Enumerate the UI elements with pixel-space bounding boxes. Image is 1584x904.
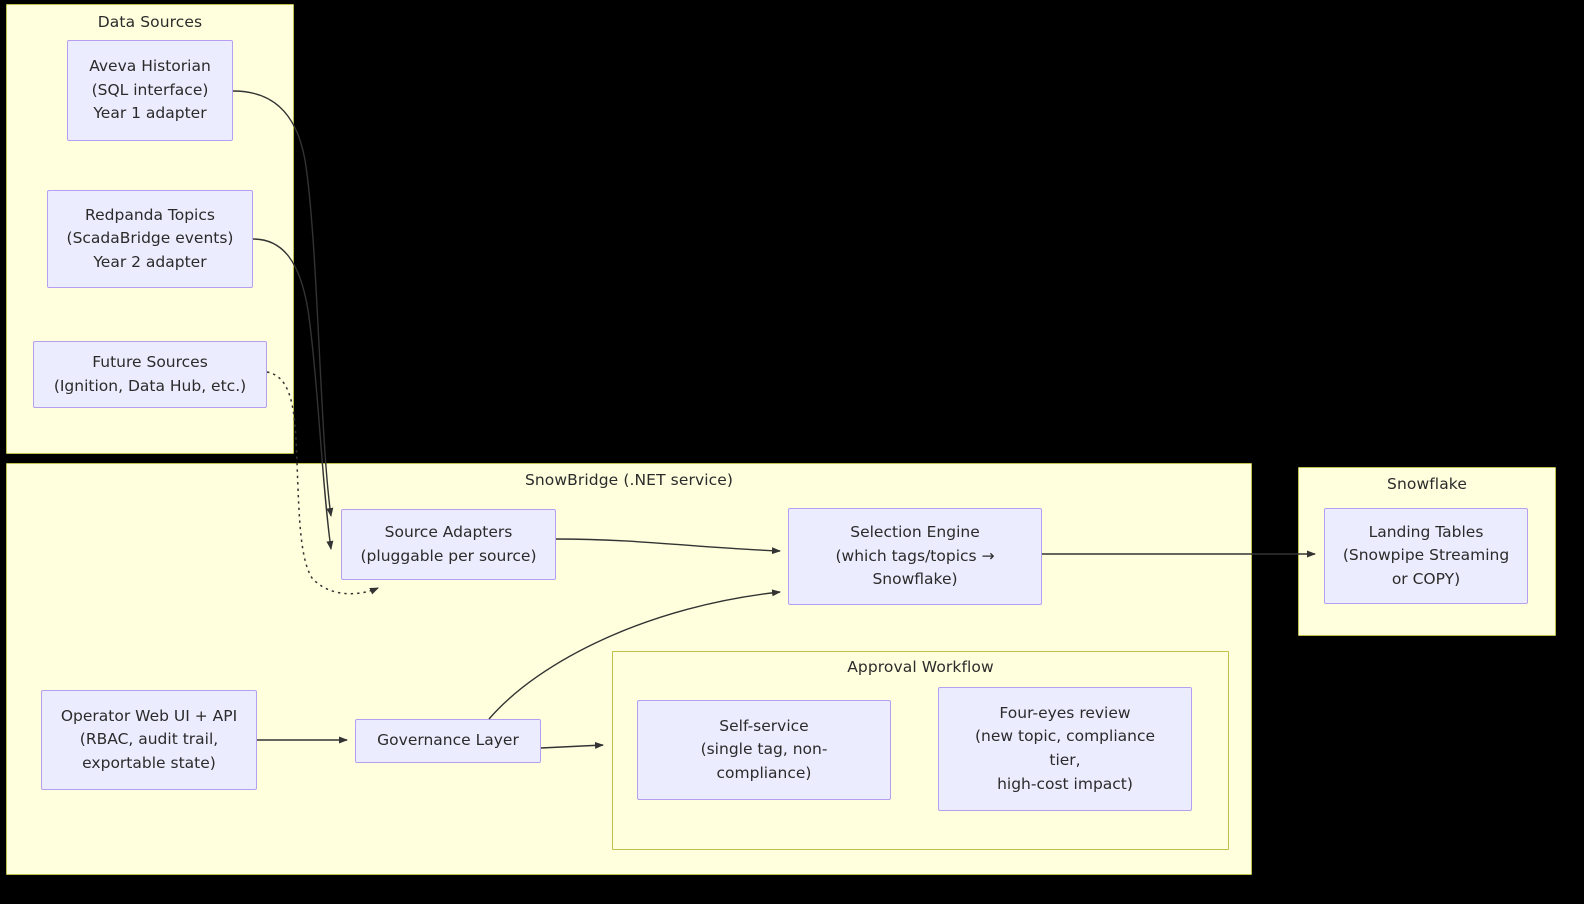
node-selection-engine[interactable]: Selection Engine (which tags/topics → Sn… bbox=[788, 508, 1042, 605]
node-operator-web-ui[interactable]: Operator Web UI + API (RBAC, audit trail… bbox=[41, 690, 257, 790]
cluster-data-sources-title: Data Sources bbox=[97, 13, 203, 31]
node-aveva-historian-label: Aveva Historian (SQL interface) Year 1 a… bbox=[89, 57, 211, 123]
cluster-approval-workflow-title: Approval Workflow bbox=[847, 658, 994, 676]
node-landing-tables[interactable]: Landing Tables (Snowpipe Streaming or CO… bbox=[1324, 508, 1528, 604]
node-redpanda-topics-label: Redpanda Topics (ScadaBridge events) Yea… bbox=[66, 205, 234, 271]
node-four-eyes-review-label: Four-eyes review (new topic, compliance … bbox=[974, 703, 1156, 793]
node-self-service[interactable]: Self-service (single tag, non- complianc… bbox=[637, 700, 891, 800]
node-self-service-label: Self-service (single tag, non- complianc… bbox=[700, 716, 828, 782]
cluster-snowbridge-title: SnowBridge (.NET service) bbox=[524, 471, 734, 489]
node-source-adapters-label: Source Adapters (pluggable per source) bbox=[360, 522, 537, 565]
node-selection-engine-label: Selection Engine (which tags/topics → Sn… bbox=[835, 523, 995, 589]
node-operator-web-ui-label: Operator Web UI + API (RBAC, audit trail… bbox=[60, 706, 238, 772]
node-governance-layer[interactable]: Governance Layer bbox=[355, 719, 541, 763]
node-four-eyes-review[interactable]: Four-eyes review (new topic, compliance … bbox=[938, 687, 1192, 811]
node-aveva-historian[interactable]: Aveva Historian (SQL interface) Year 1 a… bbox=[67, 40, 233, 141]
node-future-sources-label: Future Sources (Ignition, Data Hub, etc.… bbox=[53, 352, 247, 395]
node-redpanda-topics[interactable]: Redpanda Topics (ScadaBridge events) Yea… bbox=[47, 190, 253, 288]
node-governance-layer-label: Governance Layer bbox=[377, 731, 519, 750]
cluster-snowflake-title: Snowflake bbox=[1387, 475, 1467, 493]
node-source-adapters[interactable]: Source Adapters (pluggable per source) bbox=[341, 509, 556, 580]
node-landing-tables-label: Landing Tables (Snowpipe Streaming or CO… bbox=[1342, 522, 1510, 588]
node-future-sources[interactable]: Future Sources (Ignition, Data Hub, etc.… bbox=[33, 341, 267, 408]
